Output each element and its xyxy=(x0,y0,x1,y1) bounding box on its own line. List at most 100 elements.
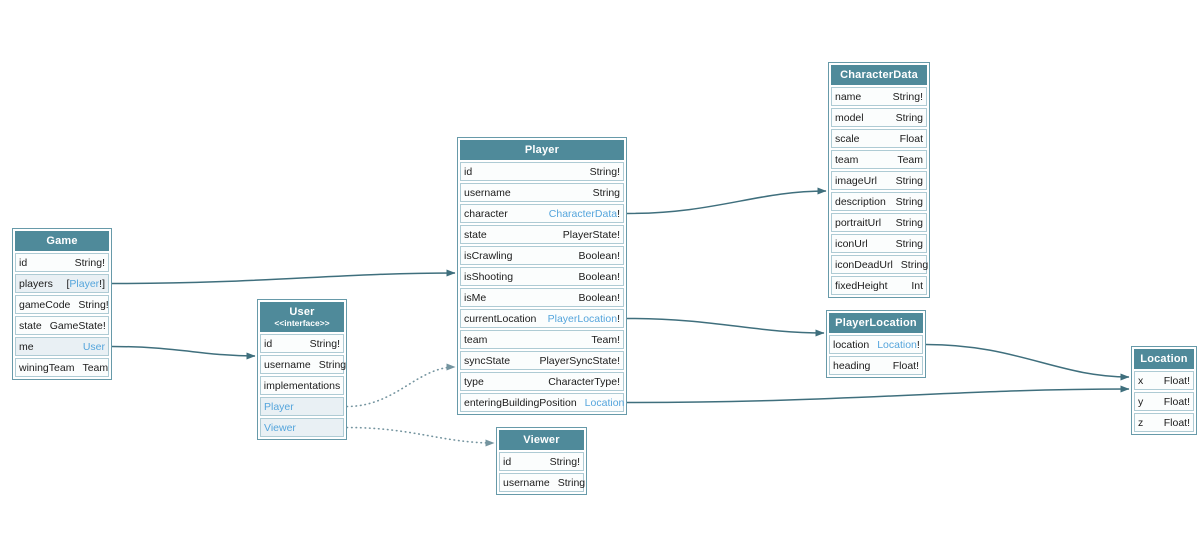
type-link-location[interactable]: Location xyxy=(877,338,917,351)
edge-player-enteringbuildingposition[interactable] xyxy=(626,385,1130,404)
edge-player-currentlocation[interactable] xyxy=(626,317,825,337)
table-header-user[interactable]: User<<interface>> xyxy=(260,302,344,332)
table-title: Player xyxy=(524,144,560,156)
edge-user-player[interactable] xyxy=(346,363,456,408)
field-type: String xyxy=(895,216,923,229)
field-row-id[interactable]: id String! xyxy=(460,162,624,181)
table-header-player[interactable]: Player xyxy=(460,140,624,160)
field-type: String xyxy=(592,186,620,199)
table-title: PlayerLocation xyxy=(835,317,917,329)
field-type: CharacterType! xyxy=(548,375,620,388)
field-type: String xyxy=(900,258,929,271)
table-title: CharacterData xyxy=(840,69,918,81)
edge-playerlocation-location[interactable] xyxy=(925,343,1130,381)
field-row-syncstate[interactable]: syncState PlayerSyncState! xyxy=(460,351,624,370)
field-row-viewer[interactable]: Viewer xyxy=(260,418,344,437)
table-header-game[interactable]: Game xyxy=(15,231,109,251)
field-row-iscrawling[interactable]: isCrawling Boolean! xyxy=(460,246,624,265)
field-type[interactable]: [Player!] xyxy=(66,277,105,290)
field-name: id xyxy=(464,165,473,178)
field-type: PlayerSyncState! xyxy=(539,354,620,367)
field-type[interactable]: PlayerLocation! xyxy=(547,312,620,325)
field-row-character[interactable]: character CharacterData! xyxy=(460,204,624,223)
table-header-characterdata[interactable]: CharacterData xyxy=(831,65,927,85)
table-title: Location xyxy=(1140,353,1188,365)
field-name: heading xyxy=(833,359,871,372)
edge-user-viewer[interactable] xyxy=(346,426,495,447)
table-header-viewer[interactable]: Viewer xyxy=(499,430,584,450)
field-name: iconUrl xyxy=(835,237,868,250)
field-name: character xyxy=(464,207,508,220)
field-type: String! xyxy=(589,165,620,178)
edge-game-me[interactable] xyxy=(111,345,256,360)
field-type: String! xyxy=(74,256,105,269)
field-type[interactable]: CharacterData! xyxy=(548,207,620,220)
field-name: portraitUrl xyxy=(835,216,882,229)
table-header-location[interactable]: Location xyxy=(1134,349,1194,369)
field-name: scale xyxy=(835,132,860,145)
field-name: x xyxy=(1138,374,1144,387)
field-row-player[interactable]: Player xyxy=(260,397,344,416)
field-type[interactable]: Location! xyxy=(877,338,920,351)
implementation-link[interactable]: Player xyxy=(264,400,294,413)
field-name: gameCode xyxy=(19,298,71,311)
type-link-player[interactable]: Player xyxy=(69,277,100,290)
field-type: Boolean! xyxy=(578,249,620,262)
edge-game-players[interactable] xyxy=(111,269,456,285)
field-name: syncState xyxy=(464,354,511,367)
field-row-players[interactable]: players[Player!] xyxy=(15,274,109,293)
field-name: isCrawling xyxy=(464,249,513,262)
field-type: GameState! xyxy=(49,319,106,332)
table-header-playerlocation[interactable]: PlayerLocation xyxy=(829,313,923,333)
field-type[interactable]: Location xyxy=(585,397,625,409)
type-link-characterdata[interactable]: CharacterData xyxy=(548,207,618,220)
field-type[interactable]: User xyxy=(83,341,105,353)
type-link-location[interactable]: Location xyxy=(584,396,625,409)
field-row-implementations[interactable]: implementations xyxy=(260,376,344,395)
edge-player-character[interactable] xyxy=(626,187,827,215)
type-link-playerlocation[interactable]: PlayerLocation xyxy=(547,312,618,325)
implementation-link[interactable]: Viewer xyxy=(264,421,296,434)
type-link-user[interactable]: User xyxy=(82,340,105,353)
field-row-portraiturl[interactable]: portraitUrl String xyxy=(831,213,927,232)
